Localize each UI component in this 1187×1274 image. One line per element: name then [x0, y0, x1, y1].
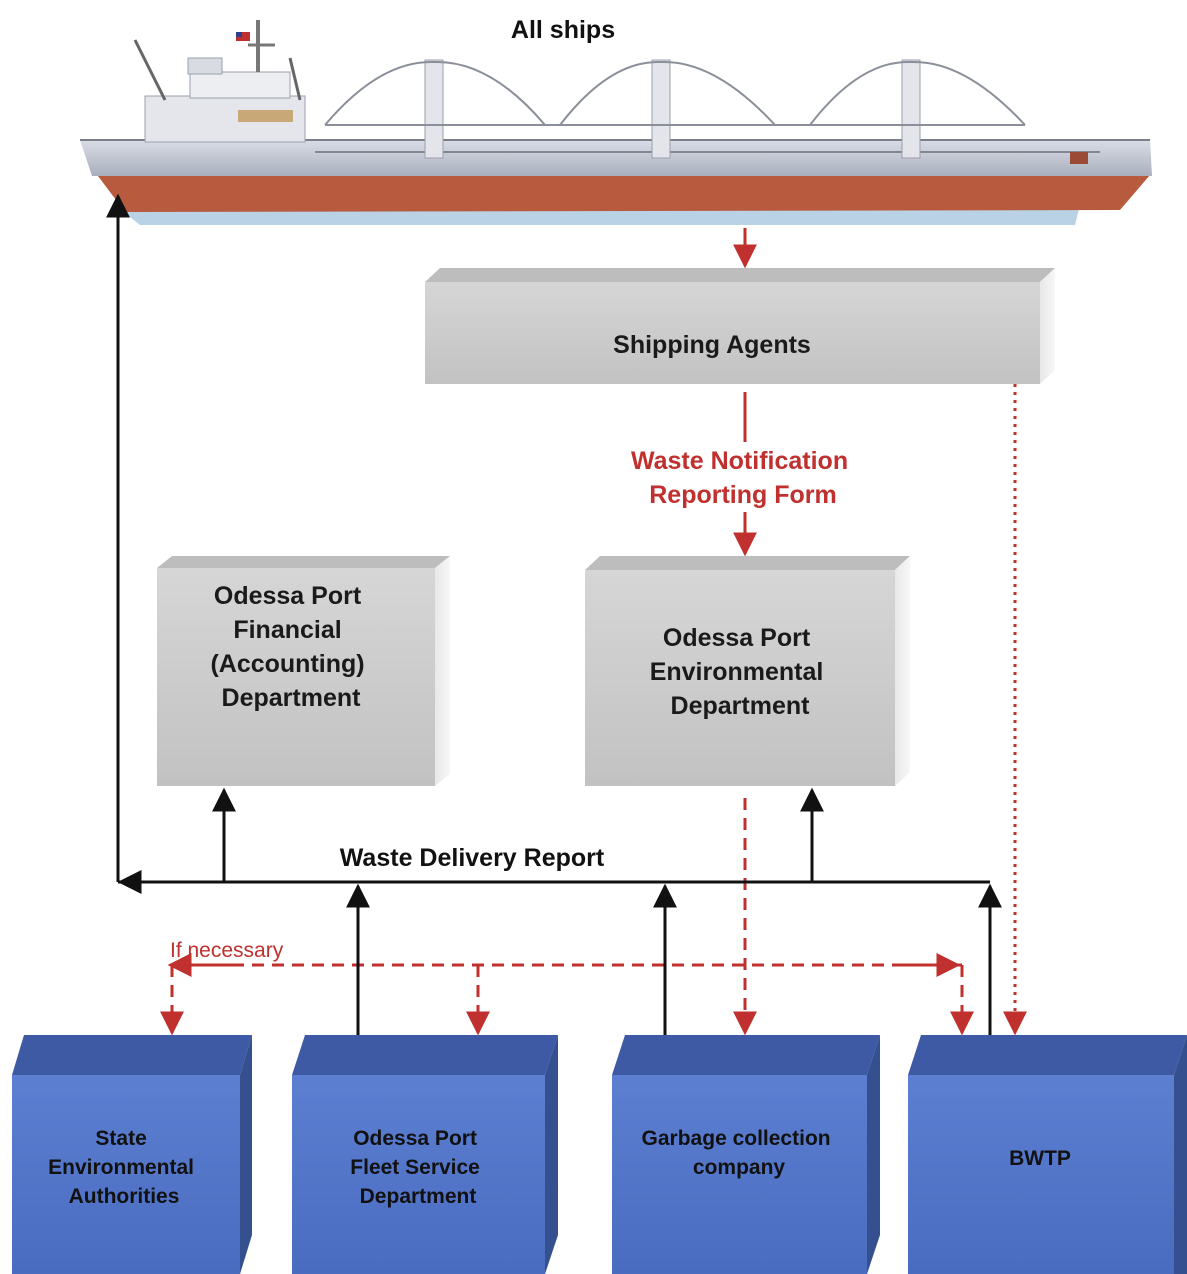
cargo-ship-icon [80, 20, 1152, 225]
financial-department-box: Odessa Port Financial (Accounting) Depar… [157, 556, 450, 786]
waste-delivery-report-label: Waste Delivery Report [340, 844, 605, 872]
shipping-agents-label: Shipping Agents [613, 331, 811, 359]
red-flow-arrows [160, 228, 1027, 1036]
shipping-agents-box: Shipping Agents [425, 268, 1055, 384]
state-authorities-box: State Environmental Authorities [12, 1035, 252, 1274]
bwtp-label: BWTP [1009, 1147, 1071, 1170]
environmental-department-label: Odessa Port Environmental Department [650, 624, 831, 720]
title-all-ships: All ships [511, 16, 615, 44]
environmental-department-box: Odessa Port Environmental Department [585, 556, 910, 786]
financial-department-label: Odessa Port Financial (Accounting) Depar… [210, 582, 371, 712]
garbage-company-label: Garbage collection company [642, 1127, 837, 1179]
state-authorities-label: State Environmental Authorities [48, 1127, 200, 1208]
bwtp-box: BWTP [908, 1035, 1187, 1274]
fleet-service-box: Odessa Port Fleet Service Department [292, 1035, 558, 1274]
fleet-service-label: Odessa Port Fleet Service Department [350, 1127, 485, 1208]
black-flow-arrows [106, 193, 1002, 1035]
if-necessary-label: If necessary [170, 939, 284, 962]
waste-notification-form-label: Waste Notification Reporting Form [631, 447, 855, 509]
garbage-company-box: Garbage collection company [612, 1035, 880, 1274]
